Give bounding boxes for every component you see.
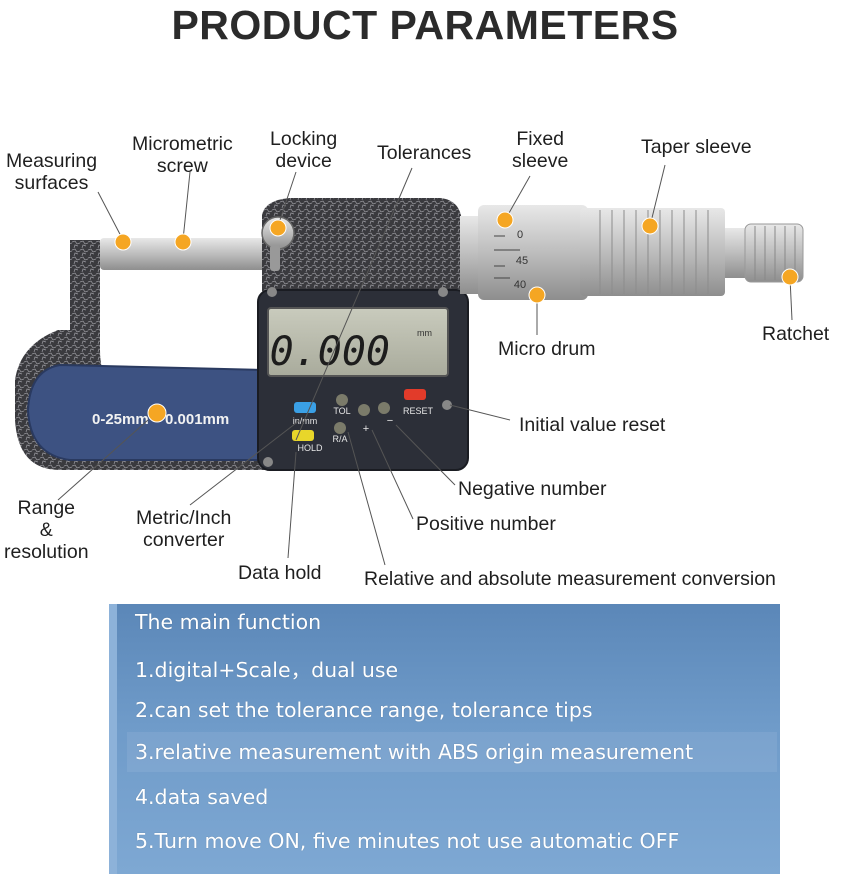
label-initial-value-reset: Initial value reset [519,414,666,436]
resolution-text: 0.001mm [165,411,229,428]
spindle [100,238,270,270]
label-surfaces: surfaces [14,172,89,194]
micrometer-diagram: 0.000 mm in/mm TOL RESET HOLD R/A + − 0-… [15,164,804,566]
plus-button[interactable] [358,404,370,416]
range-text: 0-25mm [92,411,149,428]
label-measuring-surfaces: Measuring surfaces [6,150,97,194]
label-fixed: Fixed [516,128,565,150]
label-micrometric: Micrometric [132,133,233,155]
label-locking-device: Locking device [270,128,337,172]
function-item-4: 4.data saved [135,785,269,809]
tol-label: TOL [333,406,350,416]
function-item-5: 5.Turn move ON, five minutes not use aut… [135,829,680,853]
label-device: device [275,150,332,172]
label-ratchet: Ratchet [762,323,830,345]
reset-label: RESET [403,406,434,416]
ra-label: R/A [332,434,347,444]
function-item-3: 3.relative measurement with ABS origin m… [135,740,694,764]
page-title: PRODUCT PARAMETERS [171,2,679,48]
label-screw: screw [156,155,208,177]
micrometer-frame [15,240,270,470]
ra-button[interactable] [334,422,346,434]
minus-label: − [387,415,393,427]
main-function-panel: The main function 1.digital+Scale，dual u… [109,604,780,874]
label-metric-inch-converter: Metric/Inch converter [136,507,231,551]
thimble-assembly [460,205,804,300]
display-unit: mm [417,328,432,338]
display-value: 0.000 [270,329,390,375]
marker-dots [114,211,799,423]
scale-number-45: 45 [516,255,528,267]
in-mm-button[interactable] [294,402,316,413]
in-mm-label: in/mm [293,416,318,426]
label-fixed-sleeve: Fixed sleeve [512,128,568,172]
label-ampersand: & [39,519,53,541]
label-positive-number: Positive number [416,513,556,535]
label-range-resolution: Range & resolution [4,497,89,563]
functions-heading: The main function [135,610,322,634]
reset-button[interactable] [404,389,426,400]
hold-label: HOLD [297,443,323,453]
label-sleeve: sleeve [512,150,569,172]
scale-number-0: 0 [517,229,523,241]
label-resolution: resolution [4,541,89,563]
label-relative-absolute: Relative and absolute measurement conver… [364,568,776,590]
minus-button[interactable] [378,402,390,414]
label-metric-inch: Metric/Inch [136,507,232,529]
label-range: Range [17,497,76,519]
label-micro-drum: Micro drum [498,338,596,360]
panel-band [127,732,777,772]
label-negative-number: Negative number [458,478,607,500]
tol-button[interactable] [336,394,348,406]
label-measuring: Measuring [6,150,98,172]
plus-label: + [363,423,369,435]
function-item-2: 2.can set the tolerance range, tolerance… [135,698,593,722]
scale-number-40: 40 [514,279,526,291]
lcd-display [267,307,449,377]
label-taper-sleeve: Taper sleeve [641,136,752,158]
function-item-1: 1.digital+Scale，dual use [135,658,399,682]
label-locking: Locking [270,128,338,150]
label-micrometric-screw: Micrometric screw [132,133,233,177]
label-data-hold: Data hold [238,562,322,584]
label-converter: converter [143,529,225,551]
hold-button[interactable] [292,430,314,441]
label-tolerances: Tolerances [377,142,472,164]
